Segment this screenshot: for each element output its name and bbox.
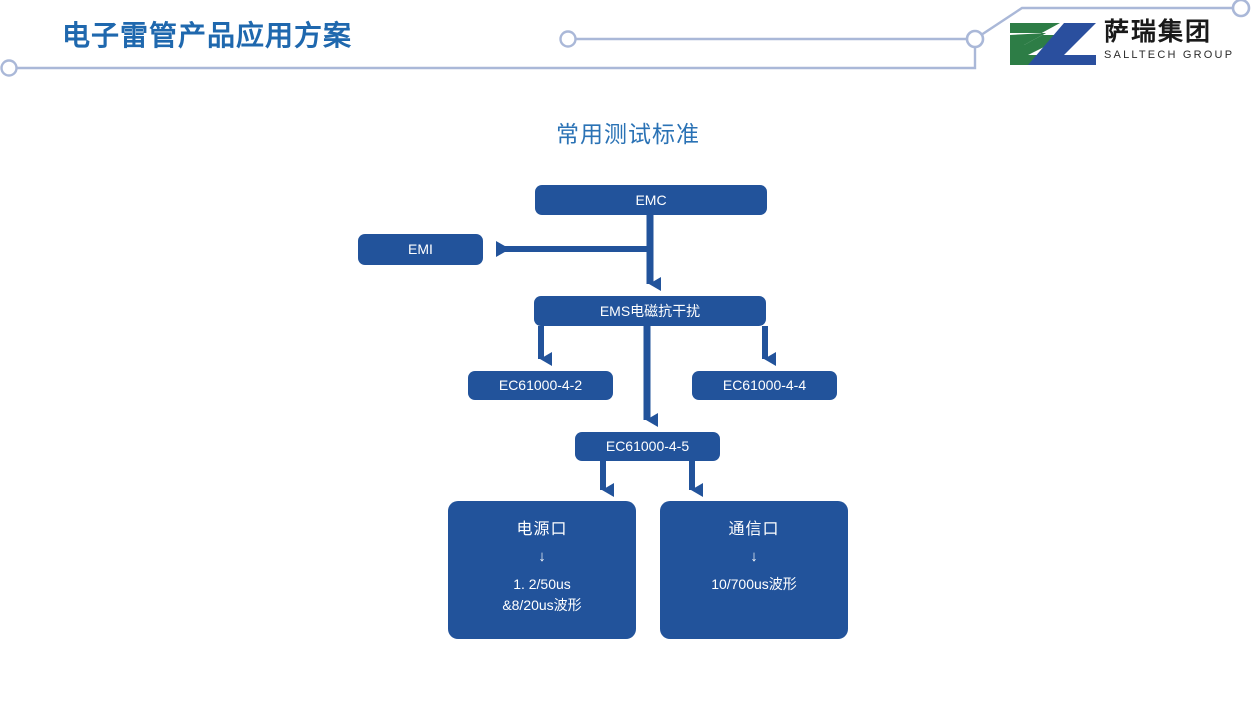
flow-node-emc-label: EMC <box>635 191 667 208</box>
flow-node-comm-port[interactable]: 通信口 ↓ 10/700us波形 <box>660 501 848 639</box>
flow-node-ec61000-4-4-label: EC61000-4-4 <box>722 377 807 394</box>
salltech-logo-mark-icon <box>1010 23 1096 65</box>
flow-node-comm-port-body: 10/700us波形 <box>711 575 797 592</box>
flow-node-ec61000-4-2-label: EC61000-4-2 <box>498 377 583 394</box>
flow-node-emi[interactable]: EMI <box>358 234 483 265</box>
down-arrow-icon: ↓ <box>538 547 546 565</box>
down-arrow-icon: ↓ <box>750 547 758 565</box>
deco-circle-mid-left <box>559 30 577 48</box>
flow-node-ec61000-4-2[interactable]: EC61000-4-2 <box>468 371 613 400</box>
flow-node-ems-label: EMS电磁抗干扰 <box>599 302 701 319</box>
flow-node-emi-label: EMI <box>408 241 433 258</box>
deco-circle-junction <box>965 29 985 49</box>
brand-logo: 萨瑞集团 SALLTECH GROUP <box>1008 18 1248 70</box>
slide-header: 电子雷管产品应用方案 萨瑞集团 SALLTECH GROUP <box>0 0 1256 86</box>
flow-node-power-port-body: 1. 2/50us &8/20us波形 <box>502 575 582 613</box>
logo-name-en: SALLTECH GROUP <box>1104 49 1235 61</box>
deco-circle-right <box>1231 0 1251 18</box>
edge-emc-to-emi <box>496 215 653 257</box>
flow-node-power-port-title: 电源口 <box>516 521 568 538</box>
header-decoration-lines <box>0 0 1251 77</box>
deco-circle-left <box>0 59 18 77</box>
flow-node-comm-port-title: 通信口 <box>728 521 780 538</box>
flow-node-ems[interactable]: EMS电磁抗干扰 <box>534 296 766 326</box>
flow-node-ec61000-4-5-label: EC61000-4-5 <box>605 438 690 455</box>
page-title: 电子雷管产品应用方案 <box>62 20 353 51</box>
logo-name-cn: 萨瑞集团 <box>1104 19 1213 46</box>
flow-node-power-port[interactable]: 电源口 ↓ 1. 2/50us &8/20us波形 <box>448 501 636 639</box>
flow-node-ec61000-4-4[interactable]: EC61000-4-4 <box>692 371 837 400</box>
section-heading: 常用测试标准 <box>556 121 700 147</box>
flow-node-emc[interactable]: EMC <box>535 185 767 215</box>
flow-node-ec61000-4-5[interactable]: EC61000-4-5 <box>575 432 720 461</box>
